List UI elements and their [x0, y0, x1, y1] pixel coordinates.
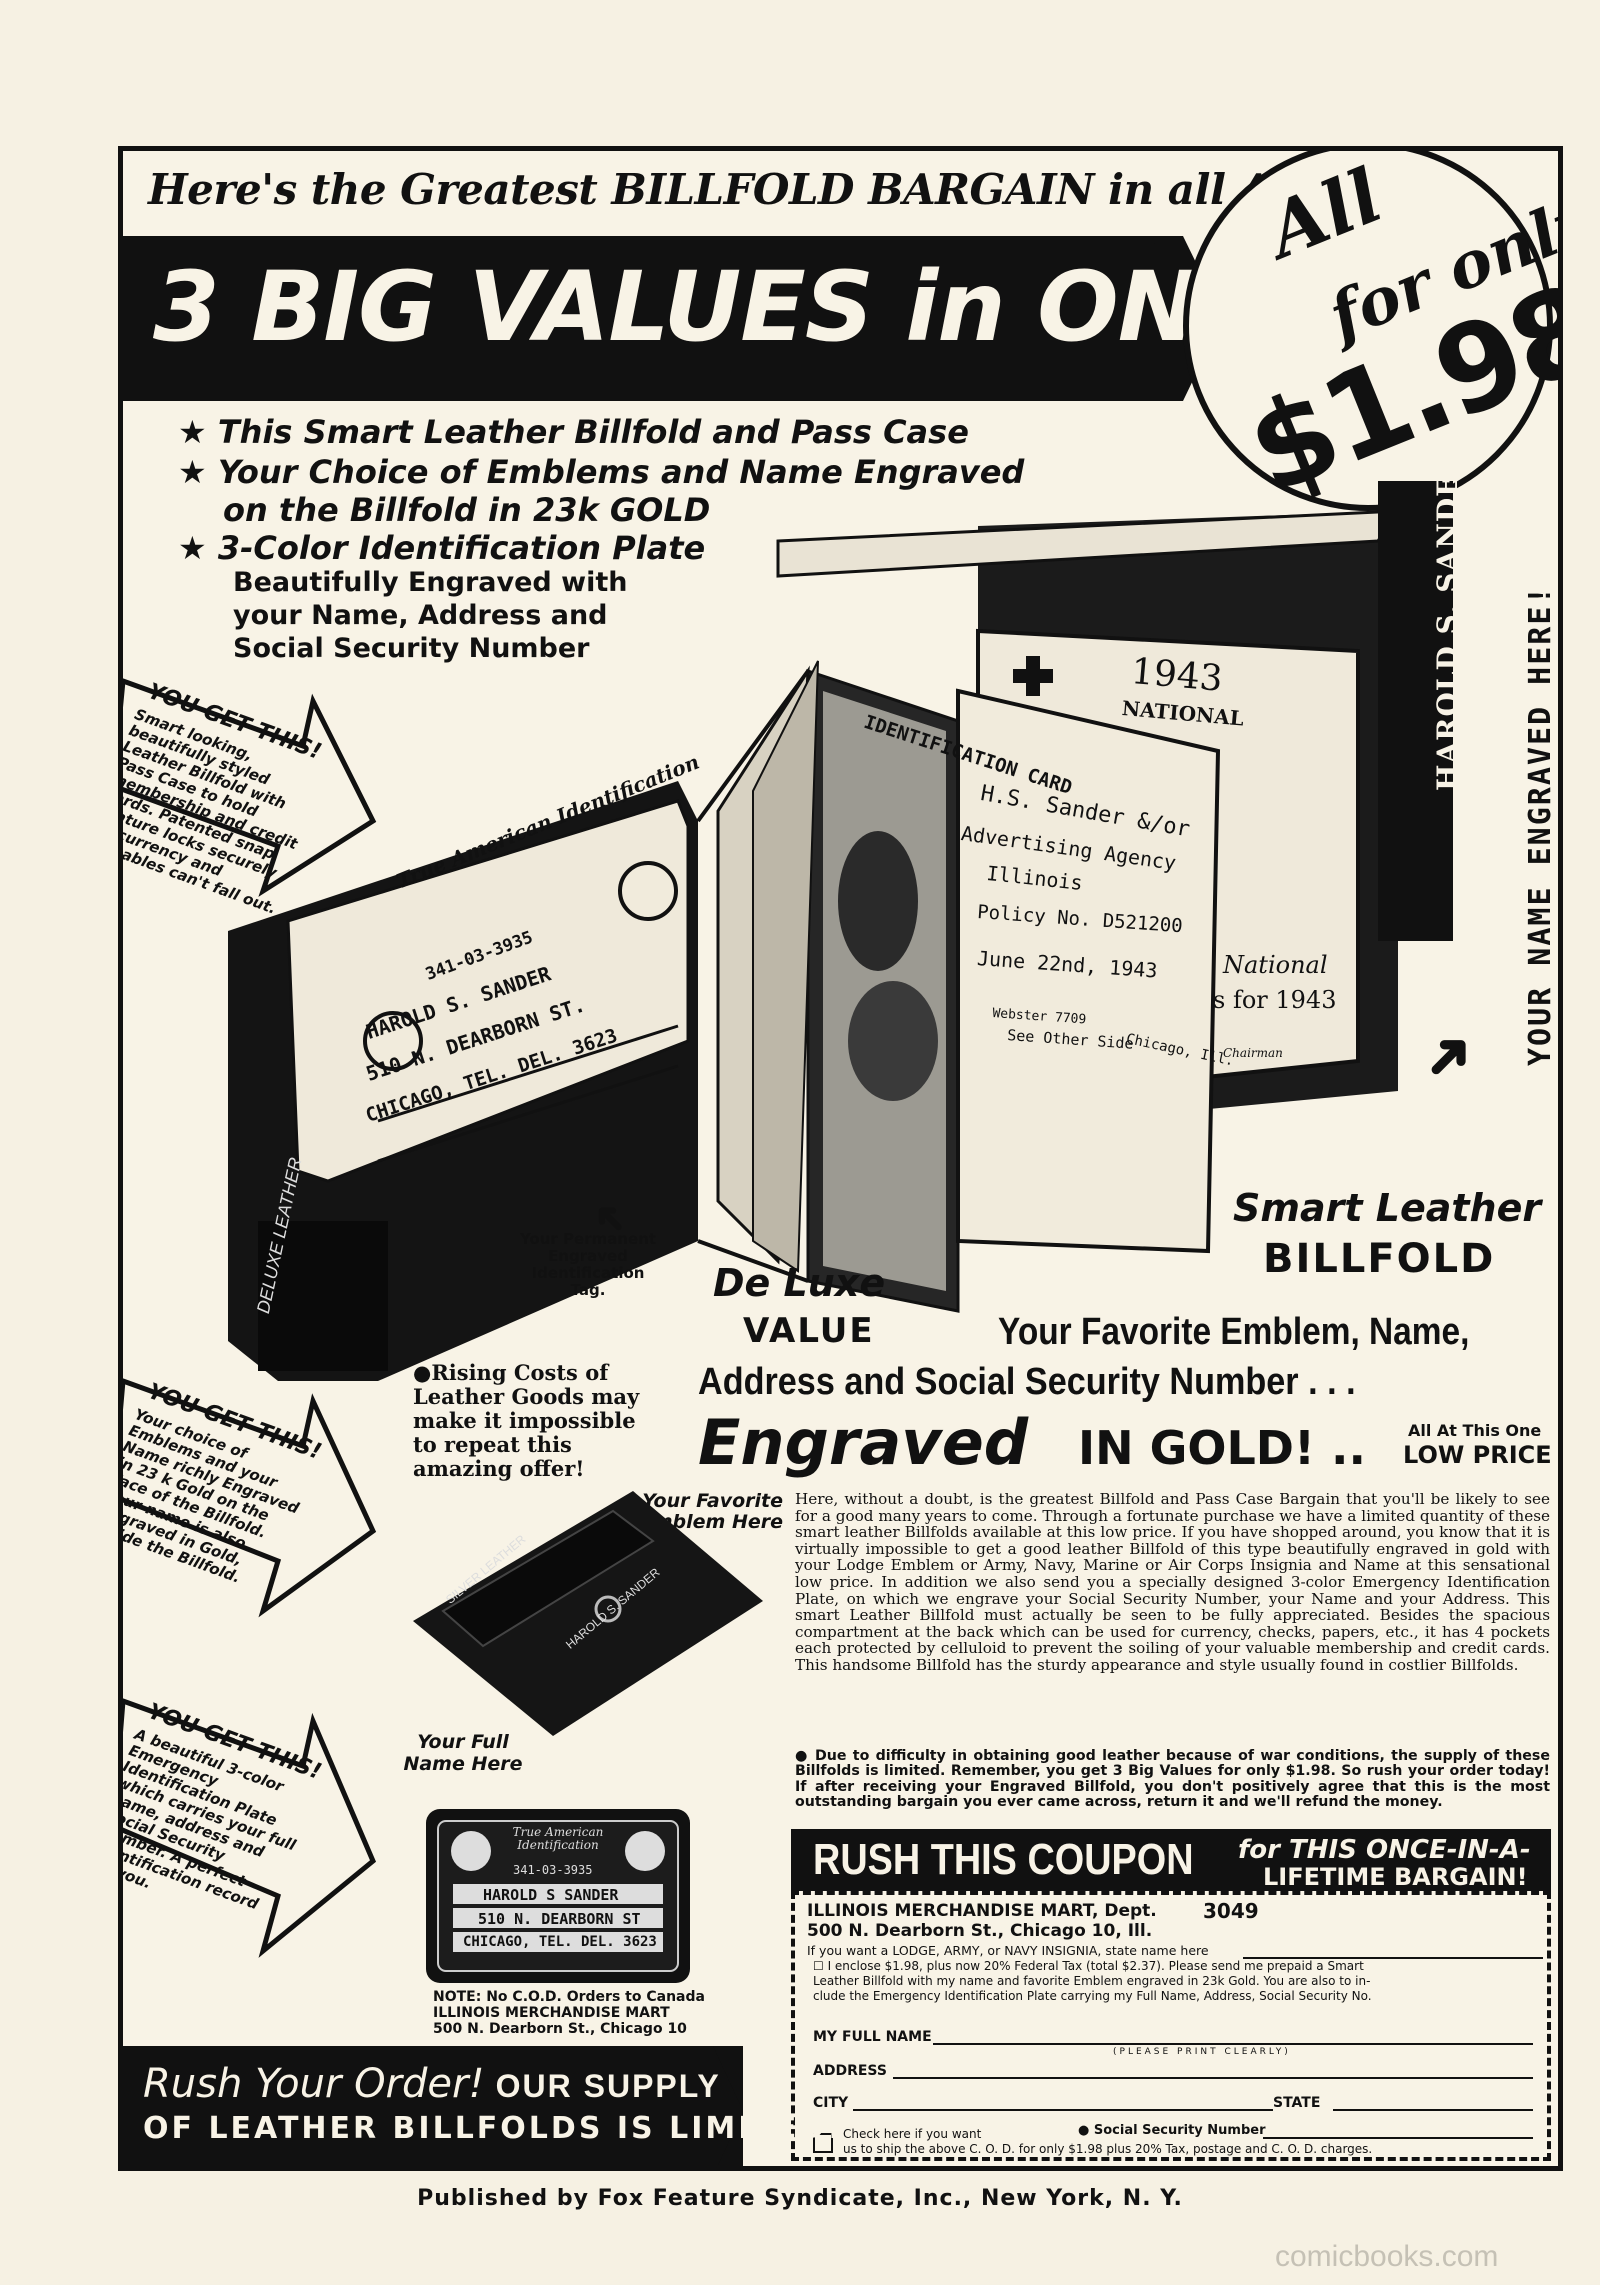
- headline-banner-text: 3 BIG VALUES in ONE: [153, 251, 1263, 363]
- cod-checkbox[interactable]: [813, 2133, 833, 2153]
- address-label: ADDRESS: [813, 2063, 887, 2079]
- coupon-enclose-3: clude the Emergency Identification Plate…: [813, 1989, 1372, 2003]
- rush-order-line: Rush Your Order! OUR SUPPLY: [143, 2061, 721, 2107]
- plate-title: True American Identification: [512, 1825, 604, 1852]
- coupon-once-in-a: for THIS ONCE-IN-A-: [1238, 1835, 1531, 1865]
- feature-sub-2: your Name, Address and: [233, 600, 608, 631]
- full-name-note: Your Full Name Here: [403, 1731, 523, 1775]
- address-ss-line: Address and Social Security Number . . .: [698, 1361, 1356, 1403]
- coupon-address: 500 N. Dearborn St., Chicago 10, Ill.: [807, 1921, 1153, 1941]
- full-name-label: MY FULL NAME: [813, 2029, 932, 2045]
- plate-ss-number: 341-03-3935: [513, 1863, 593, 1877]
- publisher-credit: Published by Fox Feature Syndicate, Inc.…: [417, 2186, 1183, 2211]
- feature-sub-1: Beautifully Engraved with: [233, 567, 628, 598]
- plate-street: 510 N. DEARBORN ST: [478, 1910, 641, 1928]
- coupon-lifetime-bargain: LIFETIME BARGAIN!: [1263, 1863, 1528, 1891]
- billfold-illustration: [228, 509, 1401, 1381]
- emblem-name-line: Your Favorite Emblem, Name,: [998, 1311, 1470, 1353]
- plate-note: NOTE: No C.O.D. Orders to Canada ILLINOI…: [433, 1989, 705, 2037]
- rush-our-supply: OUR SUPPLY: [495, 2068, 721, 2104]
- plate-note-canada: NOTE: No C.O.D. Orders to Canada: [433, 1989, 705, 2005]
- plate-note-address: 500 N. Dearborn St., Chicago 10: [433, 2021, 687, 2037]
- id-plate-illustration: [426, 1809, 690, 1983]
- callout-arrow-1: [123, 678, 377, 897]
- coupon-enclose-2: Leather Billfold with my name and favori…: [813, 1974, 1371, 1988]
- smart-leather-heading: Smart Leather: [1233, 1186, 1542, 1230]
- city-label: CITY: [813, 2095, 849, 2111]
- shortage-copy: ● Due to difficulty in obtaining good le…: [795, 1748, 1550, 1811]
- callout-arrow-2: [123, 1378, 377, 1618]
- price-circle: [1183, 151, 1553, 511]
- name-plate-text: HAROLD S. SANDER: [1431, 450, 1464, 791]
- deluxe-heading: De Luxe: [713, 1261, 886, 1305]
- red-cross-member: National: [1223, 951, 1328, 979]
- ss-number-label: ● Social Security Number: [1078, 2123, 1266, 2138]
- red-cross-for: s for 1943: [1213, 986, 1337, 1014]
- full-name-field[interactable]: [933, 2043, 1533, 2045]
- rush-coupon-title: RUSH THIS COUPON: [813, 1835, 1194, 1884]
- watermark: comicbooks.com: [1275, 2240, 1499, 2273]
- red-cross-year: 1943: [1129, 651, 1225, 700]
- coupon-enclose-1[interactable]: ☐ I enclose $1.98, plus now 20% Federal …: [813, 1959, 1364, 1973]
- order-coupon: [791, 1891, 1551, 2161]
- coupon-header: [791, 1829, 1551, 1891]
- insignia-field[interactable]: [1243, 1957, 1543, 1959]
- state-label: STATE: [1273, 2095, 1321, 2111]
- in-gold-word: IN GOLD! ..: [1078, 1421, 1366, 1475]
- your-name-engraved-text: YOUR NAME ENGRAVED HERE!: [1523, 584, 1558, 1066]
- city-field[interactable]: [853, 2109, 1273, 2111]
- plate-name: HAROLD S SANDER: [483, 1886, 619, 1904]
- all-at-this-one: All At This One: [1408, 1421, 1542, 1440]
- rush-supply-limited: OF LEATHER BILLFOLDS IS LIMITED!: [143, 2111, 844, 2146]
- rush-order-panel: [123, 2046, 743, 2166]
- address-field[interactable]: [893, 2077, 1533, 2079]
- plate-city: CHICAGO, TEL. DEL. 3623: [463, 1934, 657, 1950]
- feature-plate: ★ 3-Color Identification Plate: [178, 529, 706, 567]
- billfold-heading: BILLFOLD: [1263, 1236, 1496, 1282]
- feature-billfold: ★ This Smart Leather Billfold and Pass C…: [178, 413, 969, 451]
- engraved-word: Engraved: [698, 1406, 1029, 1479]
- feature-sub-3: Social Security Number: [233, 633, 590, 664]
- plate-note-company: ILLINOIS MERCHANDISE MART: [433, 2005, 670, 2021]
- coupon-company: ILLINOIS MERCHANDISE MART, Dept.: [807, 1901, 1157, 1921]
- coupon-insignia: If you want a LODGE, ARMY, or NAVY INSIG…: [807, 1943, 1209, 1958]
- low-price: LOW PRICE: [1403, 1441, 1552, 1469]
- body-copy: Here, without a doubt, is the greatest B…: [795, 1490, 1550, 1674]
- rush-order-script: Rush Your Order!: [143, 2061, 485, 2107]
- headline-script: Here's the Greatest BILLFOLD BARGAIN in …: [148, 165, 1431, 214]
- ss-number-field[interactable]: [1263, 2137, 1533, 2139]
- closed-billfold-illustration: [413, 1491, 763, 1736]
- rising-costs-note: ●Rising Costs of Leather Goods may make …: [413, 1360, 640, 1481]
- coupon-dept: 3049: [1203, 1899, 1259, 1923]
- advertisement-panel: Here's the Greatest BILLFOLD BARGAIN in …: [118, 146, 1563, 2171]
- red-cross-chairman: Chairman: [1223, 1046, 1283, 1060]
- feature-emblem-gold: on the Billfold in 23k GOLD: [223, 491, 711, 529]
- cod-text-2: us to ship the above C. O. D. for only $…: [843, 2142, 1373, 2156]
- name-plate: [1378, 481, 1453, 941]
- value-heading: VALUE: [743, 1311, 875, 1351]
- cod-text-1: Check here if you want: [843, 2127, 982, 2141]
- please-print-note: (PLEASE PRINT CLEARLY): [1113, 2047, 1291, 2057]
- state-field[interactable]: [1333, 2109, 1533, 2111]
- feature-emblem: ★ Your Choice of Emblems and Name Engrav…: [178, 453, 1025, 491]
- permanent-tag-note: Your Permanent Engraved Identification T…: [519, 1230, 657, 1299]
- callout-arrow-3: [123, 1698, 377, 1958]
